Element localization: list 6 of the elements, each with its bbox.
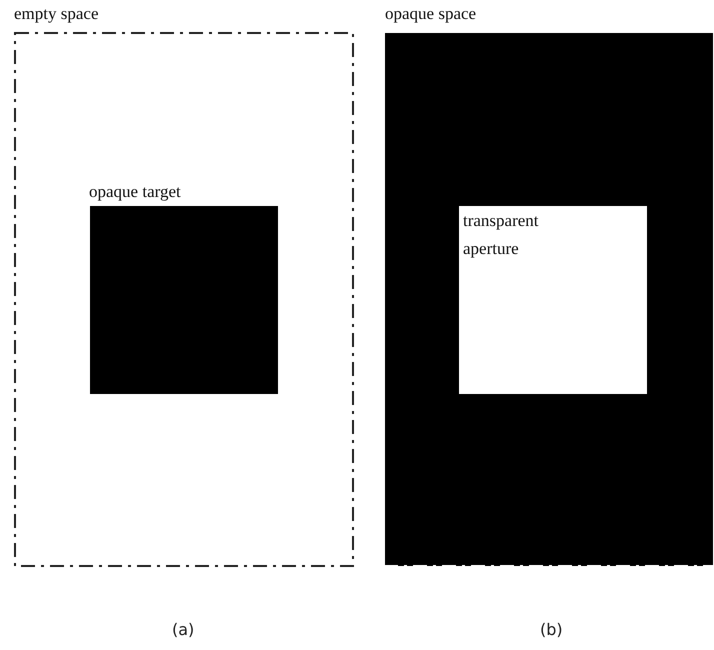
region-label: opaque space (385, 3, 476, 25)
region-label: opaque target (89, 181, 181, 203)
region-label: empty space (14, 3, 98, 25)
panel-label: (a) (172, 620, 194, 639)
panel-label: (b) (540, 620, 563, 639)
region-label: transparent aperture (463, 210, 540, 260)
